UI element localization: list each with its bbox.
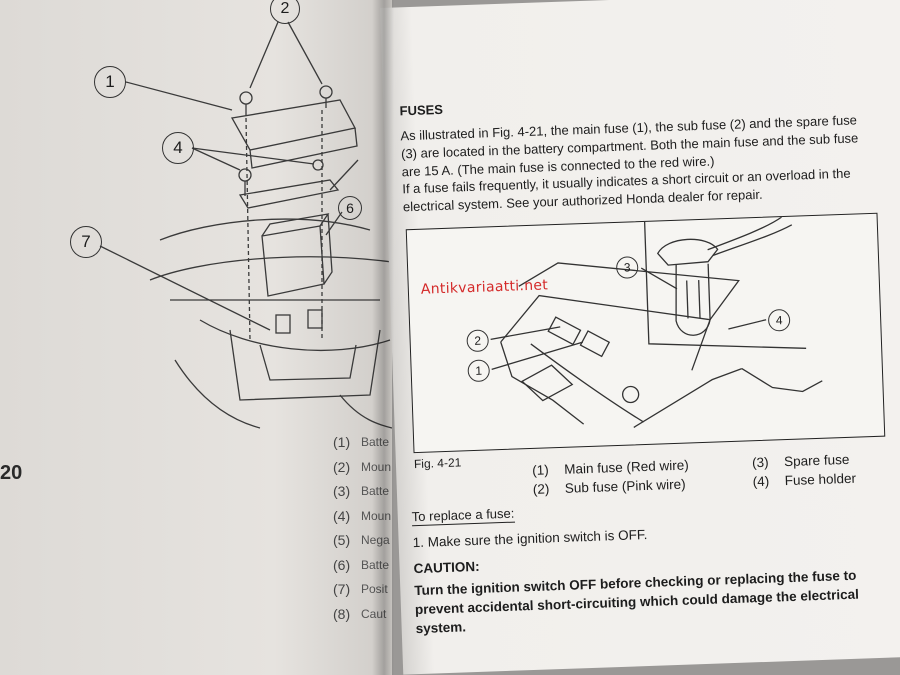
caution-text: Turn the ignition switch OFF before chec… [414,567,860,637]
legend-row: (8)Caut [333,605,386,622]
step-1: 1. Make sure the ignition switch is OFF. [412,526,648,551]
fuse-figure: 3 2 1 4 Antikvariaatti.net [405,212,886,454]
callout-6: 6 [338,196,362,220]
section-heading: FUSES [399,101,444,119]
callout-1: 1 [94,66,126,98]
legend-row: (7)Posit [333,581,388,598]
legend-item: (4)Fuse holder [752,470,857,490]
fuse-location-diagram [490,216,823,428]
page-number: 20 [0,462,23,484]
figure-label: Fig. 4-21 [413,455,462,472]
replace-heading: To replace a fuse: [411,505,515,527]
callout-4: 4 [162,132,194,164]
legend-row: (5)Nega [333,532,390,549]
legend-item: (2)Sub fuse (Pink wire) [532,476,686,497]
legend-row: (3)Batte [333,483,389,500]
figure-legend-left: (1)Main fuse (Red wire) (2)Sub fuse (Pin… [532,456,690,499]
left-page: 1 2 4 7 6 20 (1)Batte (2)Moun (3)Batte (… [0,0,392,675]
legend-row: (2)Moun [333,458,391,475]
right-page: FUSES As illustrated in Fig. 4-21, the m… [380,0,900,675]
legend-row: (6)Batte [333,556,389,573]
figure-legend-right: (3)Spare fuse (4)Fuse holder [752,450,857,492]
legend-row: (1)Batte [333,434,389,451]
legend-row: (4)Moun [333,507,391,524]
callout-7: 7 [70,226,102,258]
left-legend: (1)Batte (2)Moun (3)Batte (4)Moun (5)Neg… [333,430,392,626]
book-gutter [372,0,394,675]
battery-mounting-diagram [99,21,392,429]
caution-heading: CAUTION: [413,558,480,577]
callout-2: 2 [270,0,300,24]
